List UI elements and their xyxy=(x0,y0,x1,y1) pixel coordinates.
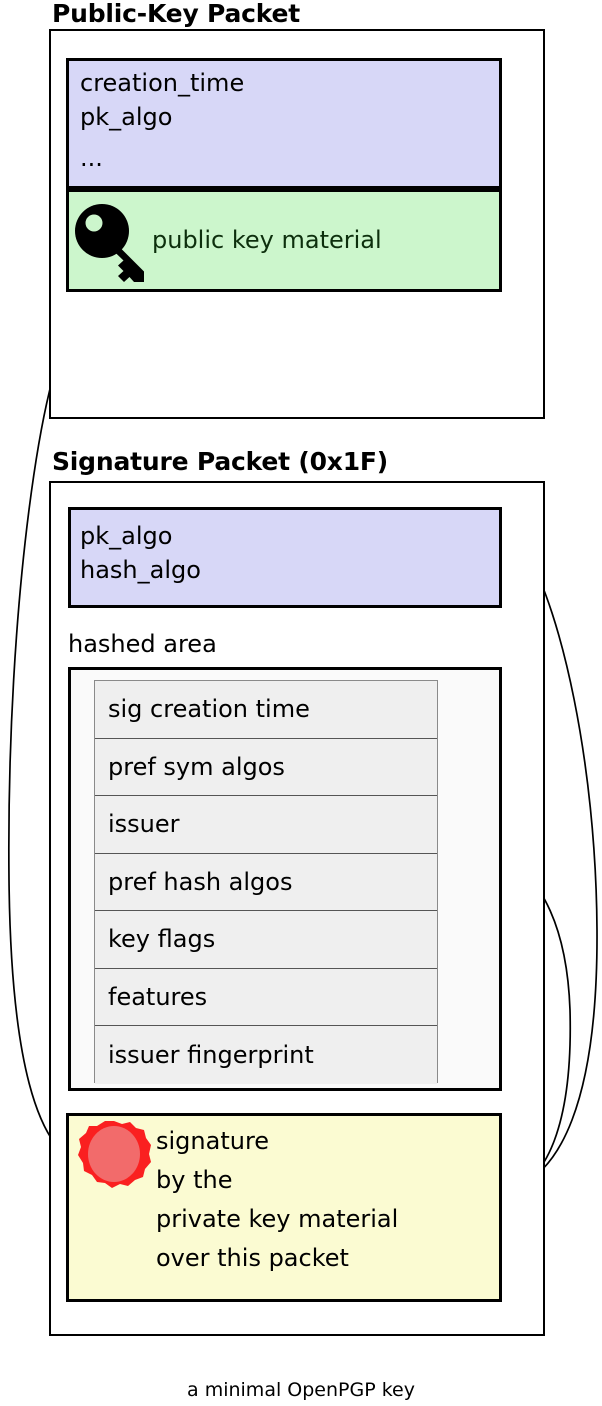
key-icon xyxy=(74,202,154,290)
hashed-area-label: hashed area xyxy=(68,630,217,658)
signature-text-line-2: by the xyxy=(156,1166,233,1194)
signature-packet-title: Signature Packet (0x1F) xyxy=(52,447,389,476)
public-key-header-line-3: ... xyxy=(80,144,103,172)
subpacket-label: issuer xyxy=(108,810,180,839)
public-key-header-line-1: creation_time xyxy=(80,69,245,97)
subpacket-label: sig creation time xyxy=(108,695,310,724)
subpacket-label: key flags xyxy=(108,925,216,954)
diagram-caption: a minimal OpenPGP key xyxy=(187,1379,415,1401)
signature-algo-line-2: hash_algo xyxy=(80,556,201,584)
signature-text-line-4: over this packet xyxy=(156,1244,349,1272)
subpacket-list: sig creation time pref sym algos issuer pre… xyxy=(94,680,438,1084)
subpacket-label: issuer fingerprint xyxy=(108,1040,314,1069)
signature-algo-fields-box xyxy=(68,507,502,608)
subpacket-row: sig creation time xyxy=(95,681,437,739)
signature-text-line-1: signature xyxy=(156,1127,270,1155)
subpacket-row: key flags xyxy=(95,911,437,969)
signature-text-line-3: private key material xyxy=(156,1205,399,1233)
subpacket-label: pref sym algos xyxy=(108,752,285,781)
subpacket-row: pref hash algos xyxy=(95,853,437,911)
subpacket-row: pref sym algos xyxy=(95,738,437,796)
public-key-header-line-2: pk_algo xyxy=(80,103,173,131)
subpacket-label: features xyxy=(108,982,208,1011)
public-key-material-label: public key material xyxy=(152,226,382,254)
public-key-packet-title: Public-Key Packet xyxy=(52,0,301,28)
subpacket-row: issuer xyxy=(95,796,437,854)
public-key-header-fields-box xyxy=(66,58,502,189)
subpacket-row: issuer fingerprint xyxy=(95,1026,437,1084)
subpacket-row: features xyxy=(95,968,437,1026)
wax-seal-icon xyxy=(73,1117,155,1203)
subpacket-label: pref hash algos xyxy=(108,867,293,896)
signature-algo-line-1: pk_algo xyxy=(80,522,173,550)
